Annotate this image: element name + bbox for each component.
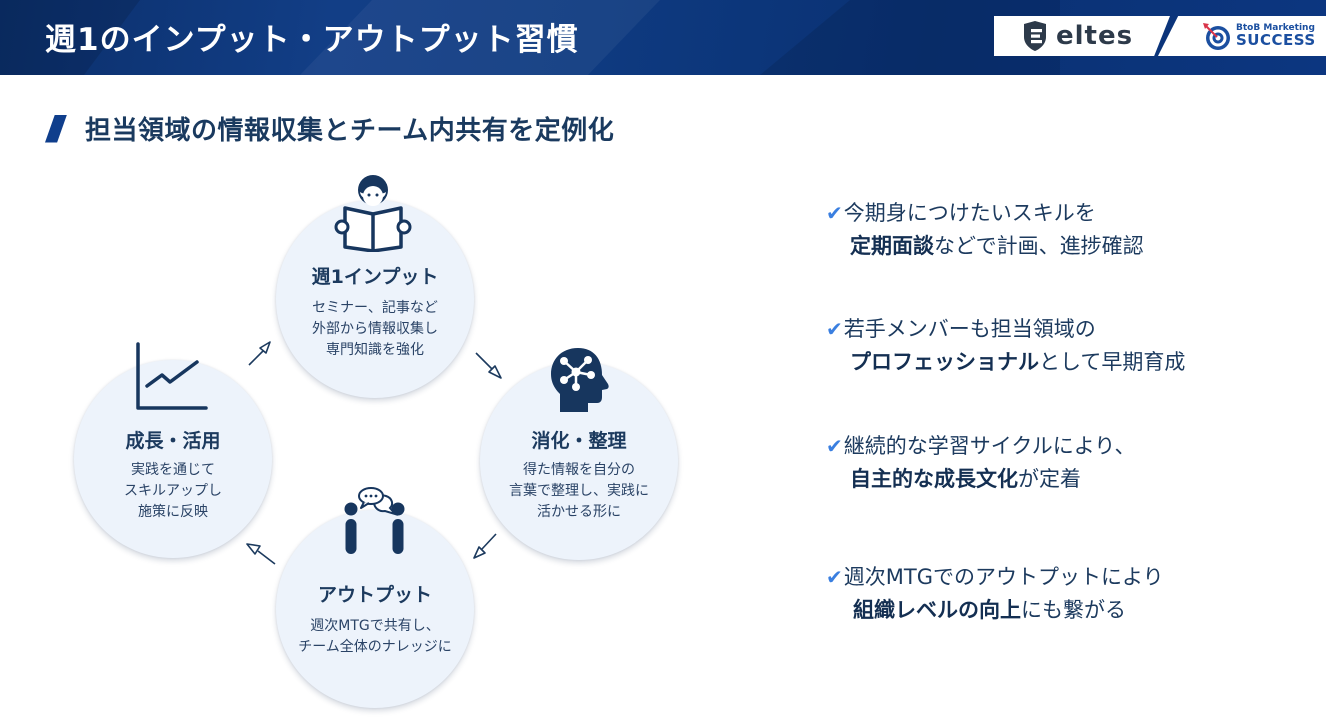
arrow-output-to-growth-icon — [246, 543, 276, 565]
step-title: 週1インプット — [311, 266, 439, 288]
arrow-digest-to-output-icon — [473, 533, 497, 559]
header-banner: 週1のインプット・アウトプット習慣 eltes BtoB Marketing S… — [0, 0, 1326, 75]
arrow-input-to-digest-icon — [475, 352, 502, 379]
benefit-text: 継続的な学習サイクルにより、 — [843, 434, 1136, 458]
step-description: 実践を通じて スキルアップし 施策に反映 — [74, 460, 272, 523]
benefit-text: 週次MTGでのアウトプットにより — [843, 565, 1164, 589]
benefit-highlight: 組織レベルの向上 — [853, 598, 1021, 622]
person-reading-book-icon — [334, 175, 412, 252]
eltes-logo: eltes — [994, 16, 1170, 56]
step-description-line: 専門知識を強化 — [326, 342, 424, 358]
benefit-text: などで計画、進捗確認 — [934, 234, 1144, 258]
benefit-text: 今期身につけたいスキルを — [843, 201, 1096, 225]
benefit-item: ✔週次MTGでのアウトプットにより 組織レベルの向上にも繋がる — [826, 561, 1266, 627]
section-heading: 担当領域の情報収集とチーム内共有を定例化 — [45, 110, 614, 147]
benefit-highlight: 定期面談 — [850, 234, 934, 258]
checkmark-icon: ✔ — [826, 565, 843, 589]
benefit-line: 定期面談などで計画、進捗確認 — [826, 230, 1266, 263]
benefit-line: 組織レベルの向上にも繋がる — [826, 594, 1266, 627]
step-title: アウトプット — [317, 584, 432, 606]
btob-logo-text-top: BtoB Marketing — [1236, 23, 1315, 33]
target-dart-icon — [1203, 23, 1230, 50]
step-description: 週次MTGで共有し、 チーム全体のナレッジに — [276, 616, 474, 658]
step-description-line: 施策に反映 — [138, 504, 208, 520]
eltes-logo-text: eltes — [1056, 21, 1134, 51]
benefit-line: ✔今期身につけたいスキルを — [826, 197, 1266, 230]
step-description-line: スキルアップし — [124, 483, 222, 499]
checkmark-icon: ✔ — [826, 434, 843, 458]
shield-e-icon — [1024, 21, 1046, 51]
head-network-icon — [551, 348, 609, 412]
benefit-highlight: 自主的な成長文化 — [850, 467, 1018, 491]
step-description-line: 週次MTGで共有し、 — [310, 618, 440, 634]
step-description-line: チーム全体のナレッジに — [298, 639, 452, 655]
step-description-line: セミナー、記事など — [312, 300, 438, 316]
benefit-item: ✔継続的な学習サイクルにより、 自主的な成長文化が定着 — [826, 430, 1266, 496]
section-subtitle: 担当領域の情報収集とチーム内共有を定例化 — [85, 116, 615, 146]
btob-marketing-success-logo: BtoB Marketing SUCCESS — [1158, 16, 1326, 56]
benefit-line: ✔週次MTGでのアウトプットにより — [826, 561, 1266, 594]
benefit-line: プロフェッショナルとして早期育成 — [826, 346, 1266, 379]
step-description: 得た情報を自分の 言葉で整理し、実践に 活かせる形に — [480, 460, 678, 523]
step-description-line: 活かせる形に — [537, 504, 621, 520]
step-description-line: 得た情報を自分の — [523, 462, 635, 478]
checkmark-icon: ✔ — [826, 317, 843, 341]
page-title: 週1のインプット・アウトプット習慣 — [45, 22, 579, 58]
benefit-item: ✔若手メンバーも担当領域の プロフェッショナルとして早期育成 — [826, 313, 1266, 379]
checkmark-icon: ✔ — [826, 201, 843, 225]
step-title: 消化・整理 — [531, 430, 627, 452]
header-decoration — [300, 0, 660, 75]
benefit-text: として早期育成 — [1039, 350, 1186, 374]
benefit-line: ✔若手メンバーも担当領域の — [826, 313, 1266, 346]
benefit-highlight: プロフェッショナル — [850, 350, 1039, 374]
step-title: 成長・活用 — [125, 430, 221, 452]
benefit-item: ✔今期身につけたいスキルを 定期面談などで計画、進捗確認 — [826, 197, 1266, 263]
cycle-step-output: アウトプット 週次MTGで共有し、 チーム全体のナレッジに — [276, 510, 474, 708]
benefit-text: 若手メンバーも担当領域の — [843, 317, 1096, 341]
benefit-line: ✔継続的な学習サイクルにより、 — [826, 430, 1266, 463]
line-chart-growth-icon — [136, 342, 208, 410]
two-people-chat-icon — [344, 487, 405, 554]
slash-accent-icon — [45, 114, 67, 143]
benefit-text: が定着 — [1018, 467, 1081, 491]
step-description: セミナー、記事など 外部から情報収集し 専門知識を強化 — [276, 298, 474, 361]
arrow-growth-to-input-icon — [248, 341, 271, 366]
step-description-line: 外部から情報収集し — [312, 321, 438, 337]
benefit-line: 自主的な成長文化が定着 — [826, 463, 1266, 496]
btob-logo-text-bottom: SUCCESS — [1236, 31, 1316, 49]
step-description-line: 言葉で整理し、実践に — [509, 483, 649, 499]
step-description-line: 実践を通じて — [131, 462, 215, 478]
cycle-step-growth: 成長・活用 実践を通じて スキルアップし 施策に反映 — [74, 360, 272, 558]
benefit-text: にも繋がる — [1021, 598, 1126, 622]
